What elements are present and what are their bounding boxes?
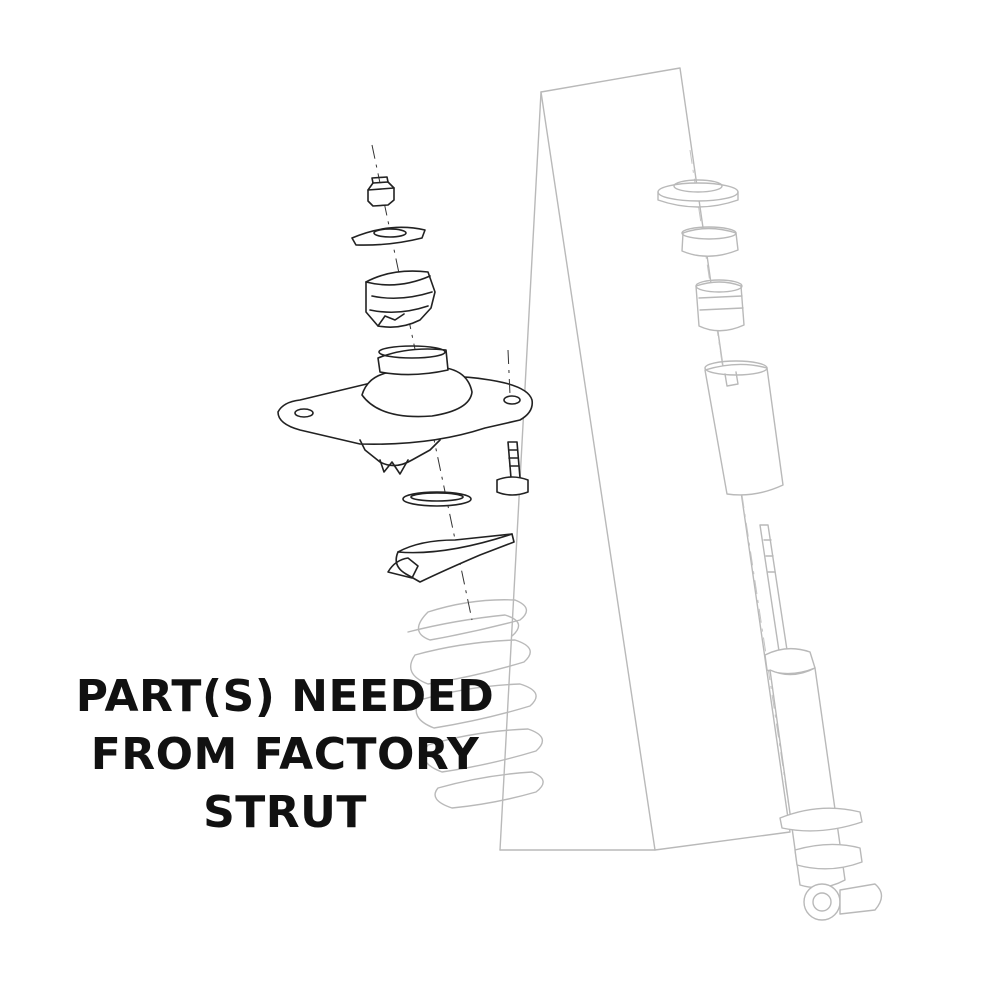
coilover-damper-body: [764, 647, 883, 921]
upper-washer: [351, 226, 426, 246]
coilover-shaft: [759, 524, 788, 652]
coilover-upper-bushing: [681, 226, 739, 257]
strut-mount-plate: [277, 345, 534, 475]
top-nut: [367, 176, 395, 207]
coilover-top-washer: [657, 179, 739, 208]
coilover-dust-boot: [704, 360, 784, 496]
mount-bolt: [496, 441, 529, 496]
bearing-ring: [402, 491, 472, 507]
assembly-bracket-frame: [540, 67, 791, 851]
mount-stud-pin: [507, 349, 511, 396]
coilover-bump-stop: [695, 279, 745, 332]
spring-seat: [387, 533, 515, 583]
caption-line-2: FROM FACTORY: [90, 729, 480, 780]
kit-coilover-group: [407, 67, 883, 921]
caption-line-3: STRUT: [203, 787, 367, 838]
parts-needed-caption: PART(S) NEEDED FROM FACTORY STRUT: [60, 668, 510, 842]
caption-line-1: PART(S) NEEDED: [75, 671, 495, 722]
upper-mount-bushing: [365, 270, 436, 328]
coilover-spring: [407, 599, 544, 809]
factory-strut-parts-group: [277, 144, 534, 621]
